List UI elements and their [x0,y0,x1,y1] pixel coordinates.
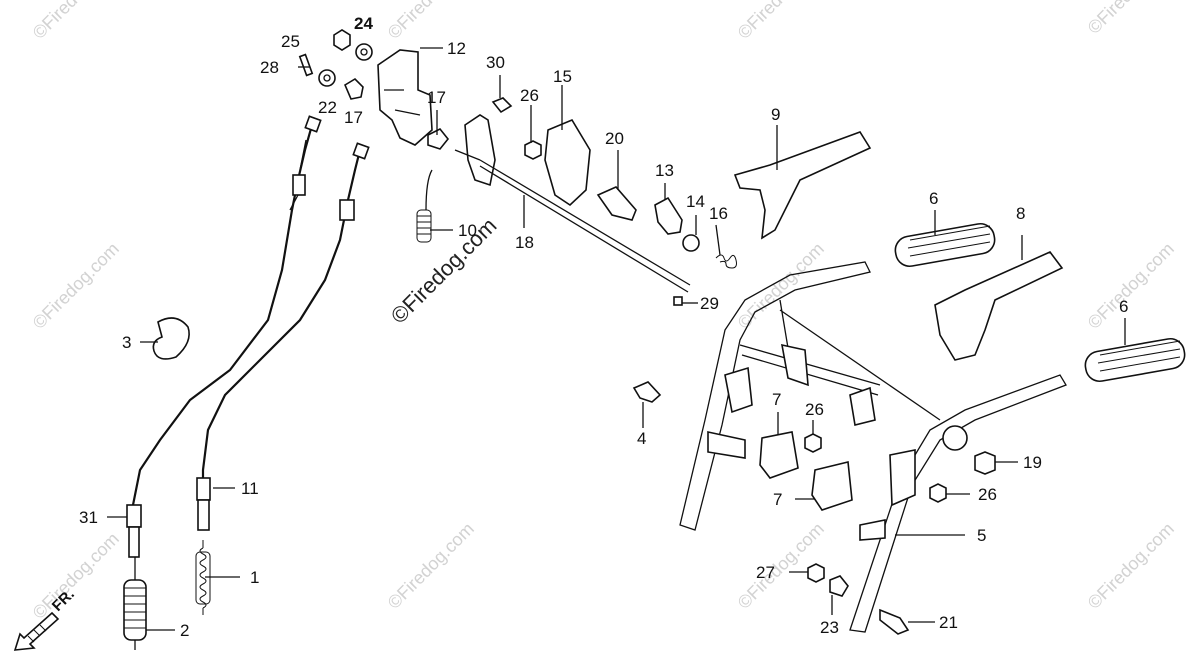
callout-27: 27 [756,563,775,582]
hex-bolt [879,608,910,635]
flange-nut-mid [804,433,822,453]
callout-17b: 17 [344,108,363,127]
callout-4: 4 [637,429,646,448]
clip-nut [829,575,849,597]
callout-13: 13 [655,161,674,180]
small-spring [715,254,737,269]
watermark: ©Firedog.com [29,529,123,623]
callout-2: 2 [180,621,189,640]
flange-nut-right [929,483,947,503]
spring-part-2 [123,557,147,650]
cable-bracket [377,49,433,146]
watermark: ©Firedog.com [1084,239,1178,333]
flange-nut-bottom [807,563,825,583]
callout-24: 24 [354,14,373,33]
rubber-cap [974,451,996,475]
small-hardware-top-left [298,29,373,100]
throttle-cable-left [126,115,322,558]
callout-14: 14 [686,192,705,211]
callout-12: 12 [447,39,466,58]
handle-grip-upper [894,222,996,268]
callout-23: 23 [820,618,839,637]
callout-26c: 26 [978,485,997,504]
callout-21: 21 [939,613,958,632]
callout-8: 8 [1016,204,1025,223]
collar [427,127,450,150]
callout-31: 31 [79,508,98,527]
callout-6b: 6 [1119,297,1128,316]
watermark: ©Firedog.com [1084,0,1178,38]
callout-5: 5 [977,526,986,545]
spring-part-1 [195,540,211,615]
callout-30: 30 [486,53,505,72]
callout-26b: 26 [805,400,824,419]
cable-guide-plate-lower [811,461,853,511]
watermark: ©Firedog.com [29,239,123,333]
callout-1: 1 [250,568,259,587]
callout-29: 29 [700,294,719,313]
callout-19: 19 [1023,453,1042,472]
flange-nut-top [524,140,542,160]
callout-18: 18 [515,233,534,252]
clutch-lever-upper [733,131,872,240]
cable-clamp [152,317,190,360]
callout-28: 28 [260,58,279,77]
callout-11: 11 [241,479,259,498]
handlebar-frame [679,261,1067,633]
callout-17a: 17 [427,88,446,107]
callout-22: 22 [318,98,337,117]
cable-guide-plate-upper [759,431,799,479]
pivot-bolt [596,186,637,221]
leader-lines [107,47,1126,631]
callout-25: 25 [281,32,300,51]
washer [682,234,700,252]
flange-bolt [491,97,513,114]
callout-16: 16 [709,204,728,223]
callout-20: 20 [605,129,624,148]
callout-6a: 6 [929,189,938,208]
return-spring [416,169,433,243]
clutch-lever-lower [934,251,1064,361]
cable-guide [632,381,662,403]
callout-7b: 7 [773,490,782,509]
lever-cover [544,118,591,207]
watermark: ©Firedog.com [384,519,478,613]
callout-10: 10 [458,221,477,240]
callout-26a: 26 [520,86,539,105]
callout-7a: 7 [772,390,781,409]
callout-labels: 1 2 3 4 5 6 6 7 7 8 9 10 11 12 13 14 15 … [79,14,1128,640]
arrow-icon [13,611,60,651]
watermark: ©Firedog.com [29,0,123,43]
watermark: ©Firedog.com [734,0,828,43]
callout-3: 3 [122,333,131,352]
watermark: ©Firedog.com [1084,519,1178,613]
cotter-pin [673,296,683,306]
callout-9: 9 [771,105,780,124]
callout-15: 15 [553,67,572,86]
watermark: ©Firedog.com [384,0,478,43]
detent-clip [654,196,683,235]
throttle-cable-right [196,142,370,531]
shift-lever-shaft [454,114,691,293]
handle-grip-lower [1084,337,1186,383]
